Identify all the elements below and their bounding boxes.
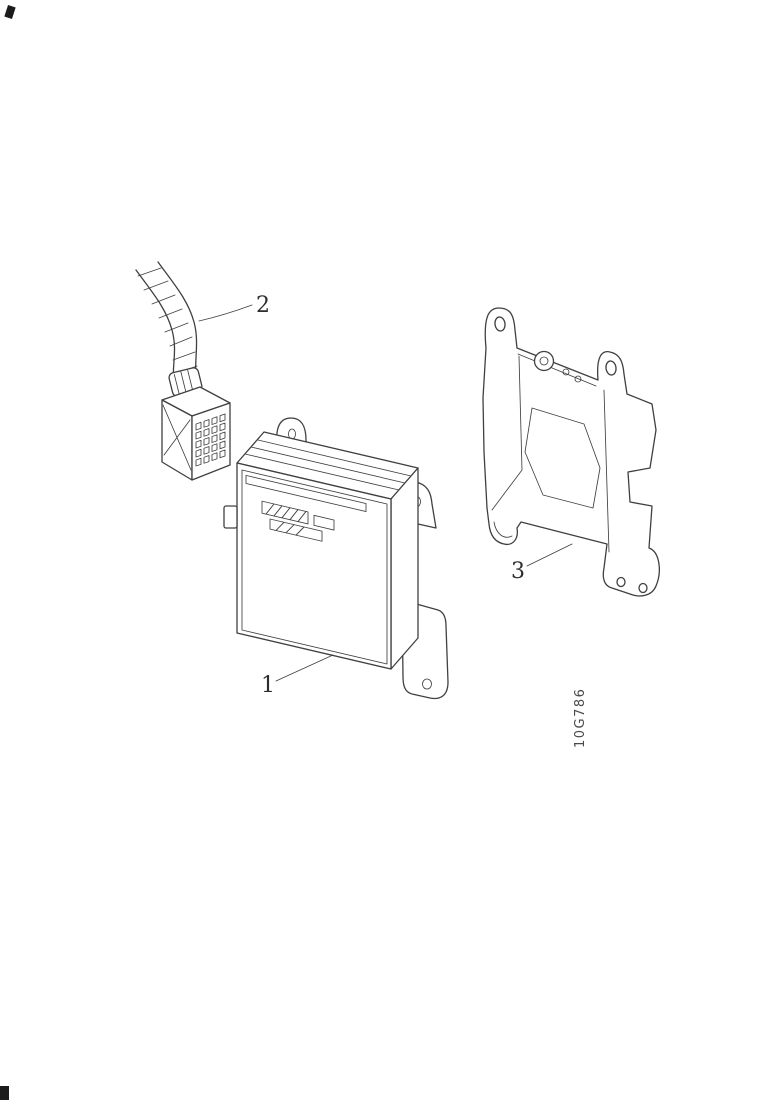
ecu-front-face xyxy=(236,462,392,670)
leader-line-2 xyxy=(198,304,253,322)
ecu-hatch-lines-1 xyxy=(265,503,307,523)
ecu-hatch-lines-2 xyxy=(275,521,305,536)
ecu-right-face xyxy=(390,467,419,670)
leader-line-3 xyxy=(526,543,573,567)
ecu-flange-lower-hole xyxy=(422,678,432,690)
leader-line-1 xyxy=(275,654,334,682)
bracket-small-hole-1 xyxy=(562,368,570,376)
ecu-front-small-block xyxy=(313,514,335,531)
bracket-boss xyxy=(533,350,555,372)
connector-pins xyxy=(195,413,226,467)
bracket-hole-top-left xyxy=(494,316,506,332)
bracket-small-hole-2 xyxy=(574,375,582,383)
bracket-inner-edges xyxy=(491,353,610,553)
connector-left-face-strap xyxy=(162,404,192,471)
ecu-left-clip xyxy=(223,505,238,529)
callout-1-label: 1 xyxy=(261,673,275,698)
part-code: 10G786 xyxy=(573,688,588,748)
ecu-lid-lines xyxy=(244,439,412,491)
mounting-bracket-drawing xyxy=(482,307,660,597)
harness-connector-drawing xyxy=(135,261,231,481)
ecu-front-hatched-block-1 xyxy=(261,500,309,525)
cable-outline-right xyxy=(157,261,198,385)
ecu-front-details xyxy=(245,474,367,542)
bracket-foot-hole-2 xyxy=(638,582,648,594)
bracket-boss-hole xyxy=(539,356,549,366)
callouts: 2 1 3 xyxy=(198,293,573,698)
ecu-module-drawing xyxy=(223,417,449,700)
bracket-lobe-detail xyxy=(493,521,513,538)
connector-boot-ribs xyxy=(173,369,194,395)
ecu-front-inner-border xyxy=(241,469,388,665)
ecu-front-strip xyxy=(245,474,367,512)
bracket-hole-top-right xyxy=(605,360,617,376)
connector-pin-grid xyxy=(195,413,226,467)
bracket-center-cutout xyxy=(524,407,601,509)
bracket-foot-hole-1 xyxy=(616,576,626,588)
callout-2-label: 2 xyxy=(256,293,270,318)
cable-outline-left xyxy=(135,269,176,387)
callout-3-label: 3 xyxy=(511,559,525,584)
connector-pin-face xyxy=(191,402,231,481)
scan-artifact-bottom-left xyxy=(0,1086,9,1100)
